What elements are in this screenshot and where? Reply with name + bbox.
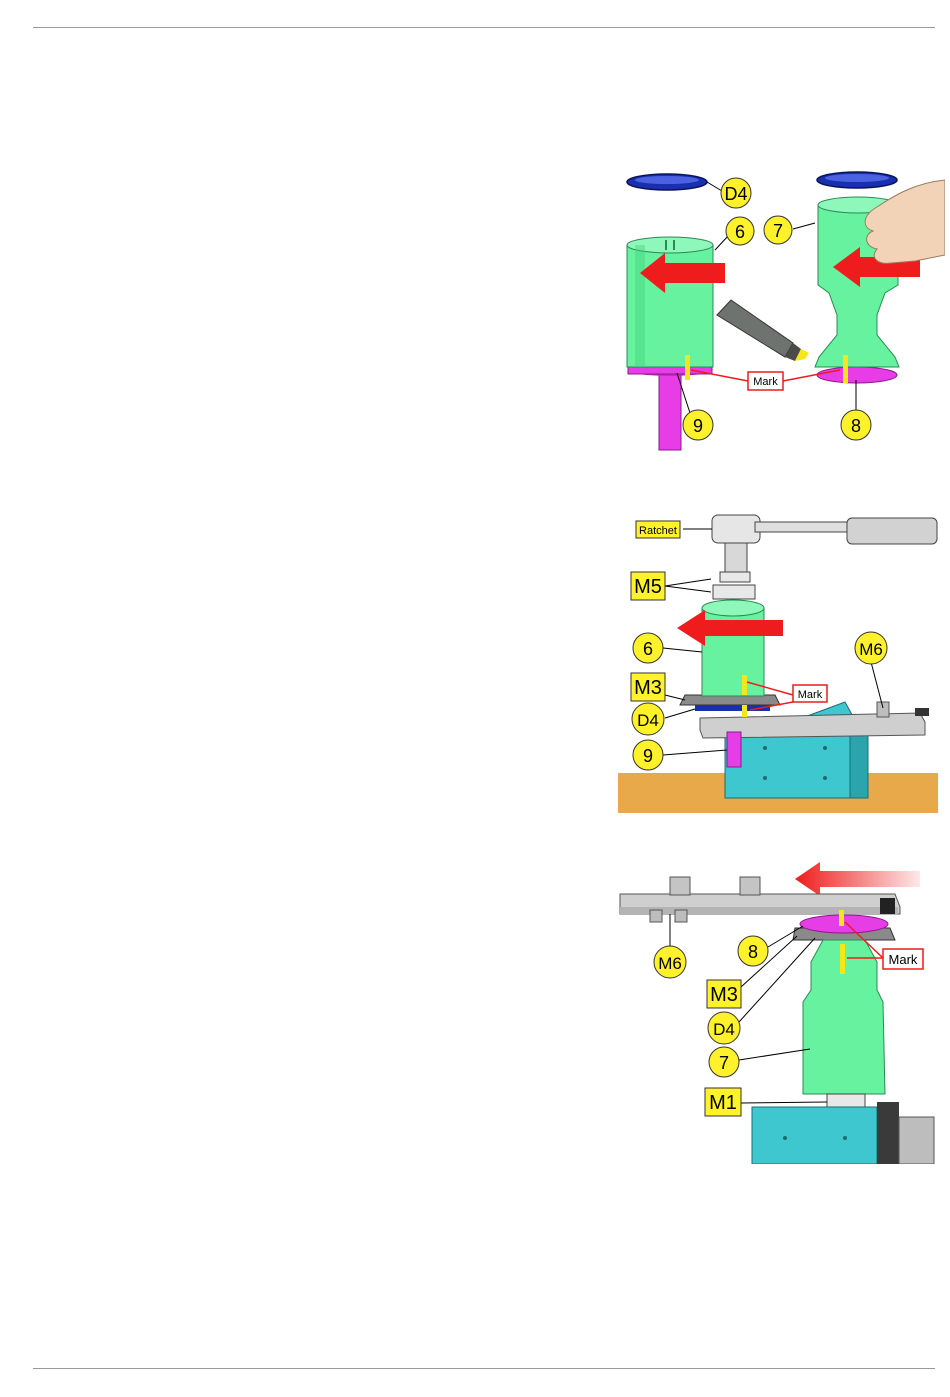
part-8-flange: [817, 367, 897, 383]
ratchet-label: Ratchet: [639, 525, 677, 537]
figure-removing-plate: M6 8 Mark M3 D4 7 M1: [615, 862, 940, 1164]
callout-m5-label: M5: [634, 576, 662, 598]
marker-pen-image: [717, 300, 809, 361]
callout-m1-label: M1: [709, 1092, 737, 1114]
pin-part-9: [727, 732, 741, 767]
callout-6-label: 6: [735, 222, 745, 242]
callout-d4-label: D4: [637, 711, 659, 730]
mark-label: Mark: [798, 689, 823, 701]
pin-part-9: [659, 370, 681, 450]
ratchet-image: [712, 515, 937, 572]
hand-image: [865, 180, 945, 263]
callout-m3-label: M3: [634, 677, 662, 699]
mark-label: Mark: [753, 376, 778, 388]
callout-m6-label: M6: [658, 954, 682, 973]
callout-m3-label: M3: [710, 984, 738, 1006]
figure-marking-parts: D4 6 7 Mark 9 8: [615, 165, 945, 455]
callout-6-label: 6: [643, 639, 653, 659]
callout-d4-label: D4: [724, 184, 747, 204]
callout-7-label: 7: [719, 1053, 729, 1073]
callout-7-label: 7: [773, 221, 783, 241]
callout-8-label: 8: [748, 942, 758, 962]
callout-8-label: 8: [851, 416, 861, 436]
callout-9-label: 9: [693, 416, 703, 436]
callout-9-label: 9: [643, 746, 653, 766]
footer-rule: [33, 1368, 935, 1369]
vise-image: [752, 1102, 934, 1164]
figure-loosening-with-ratchet: Ratchet M5 6 M6 M3 Mark D4 9: [615, 510, 940, 813]
callout-m6-label: M6: [859, 640, 883, 659]
removal-arrow: [795, 862, 920, 896]
callout-d4-label: D4: [713, 1020, 735, 1039]
mark-label: Mark: [889, 952, 918, 967]
nut-m5: [713, 585, 755, 599]
header-rule: [33, 27, 935, 28]
